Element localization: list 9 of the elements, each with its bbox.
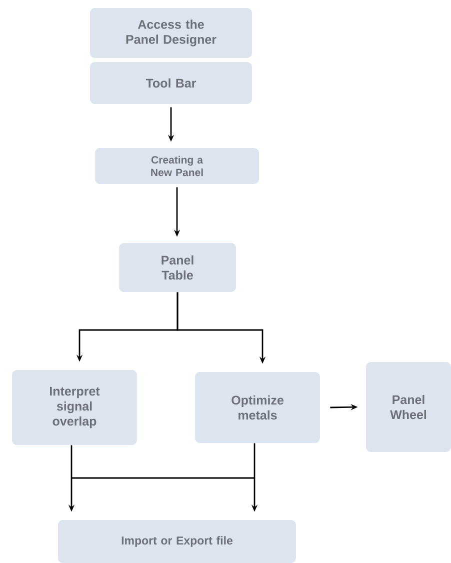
process-box: Tool Bar	[90, 62, 252, 104]
process-box: Creating a New Panel	[95, 148, 259, 184]
process-box: Access the Panel Designer	[90, 8, 252, 58]
process-box: Panel Wheel	[366, 362, 451, 452]
process-box: Interpret signal overlap	[12, 370, 137, 445]
connector-line	[72, 477, 254, 479]
process-box: Import or Export file	[58, 520, 296, 563]
process-box: Optimize metals	[195, 372, 320, 443]
process-box: Panel Table	[119, 243, 236, 292]
